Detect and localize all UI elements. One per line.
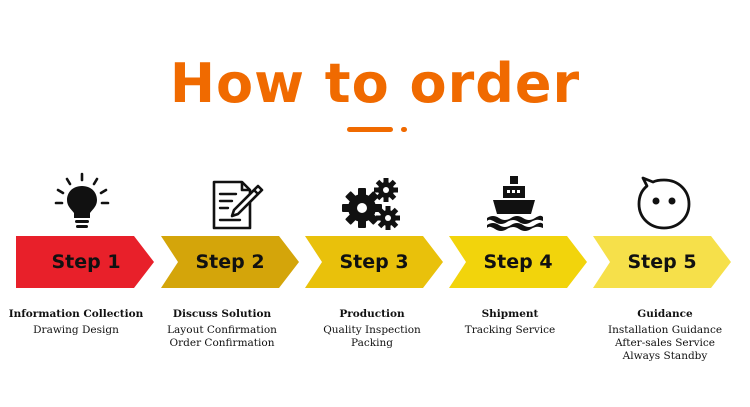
step-2-label: Step 2 (195, 251, 265, 273)
step-4-heading: Shipment (481, 308, 539, 320)
step-5-label: Step 5 (627, 251, 697, 273)
step-4-line-1: Tracking Service (464, 324, 556, 336)
step-5-description: Guidance Installation Guidance After-sal… (590, 308, 740, 363)
step-3-arrow (305, 236, 443, 288)
step-4-arrow (449, 236, 587, 288)
step-5-line-2: After-sales Service (614, 337, 716, 349)
step-1-arrow (16, 236, 154, 288)
step-5-line-1: Installation Guidance (607, 324, 723, 336)
step-2-line-1: Layout Confirmation (167, 324, 277, 336)
step-1-heading: Information Collection (8, 308, 144, 320)
lightbulb-icon (47, 168, 117, 238)
step-2-heading: Discuss Solution (172, 308, 272, 320)
step-2-description: Discuss Solution Layout Confirmation Ord… (150, 308, 294, 350)
title-underline-dot (401, 127, 407, 132)
step-4-description: Shipment Tracking Service (440, 308, 580, 337)
step-1-description: Information Collection Drawing Design (6, 308, 146, 337)
step-3-line-1: Quality Inspection (323, 324, 421, 336)
step-3-label: Step 3 (339, 251, 409, 273)
step-arrows (16, 236, 731, 288)
step-5-arrow (593, 236, 731, 288)
page-title: How to order (169, 52, 581, 115)
gears-icon (336, 168, 406, 238)
step-5-heading: Guidance (637, 308, 693, 320)
step-3-description: Production Quality Inspection Packing (302, 308, 442, 350)
title-underline (347, 127, 393, 132)
chat-smiley-icon (629, 168, 699, 238)
step-3-line-2: Packing (351, 337, 393, 349)
step-3-heading: Production (339, 308, 405, 320)
document-edit-icon (198, 168, 268, 238)
ship-icon (479, 168, 549, 238)
step-2-arrow (161, 236, 299, 288)
step-2-line-2: Order Confirmation (169, 337, 275, 349)
step-1-label: Step 1 (51, 251, 121, 273)
step-4-label: Step 4 (483, 251, 553, 273)
step-5-line-3: Always Standby (622, 350, 708, 362)
step-1-line-1: Drawing Design (33, 324, 119, 336)
